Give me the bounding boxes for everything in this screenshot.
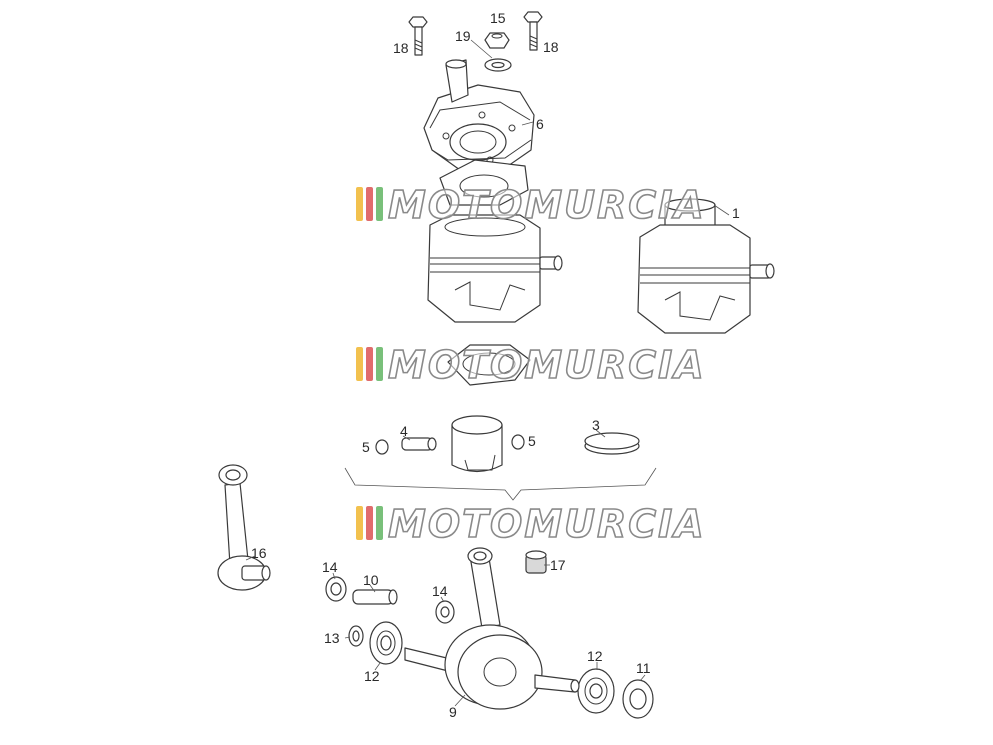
bolt-left xyxy=(408,16,428,56)
watermark-middle: MOTOMURCIA xyxy=(356,342,706,388)
base-gasket xyxy=(447,344,531,386)
callout-19: 19 xyxy=(455,28,471,44)
washer-14-left xyxy=(325,576,347,602)
shim-13 xyxy=(348,625,364,647)
watermark-bottom: MOTOMURCIA xyxy=(356,501,706,547)
callout-14-left: 14 xyxy=(322,559,338,575)
cylinder-right xyxy=(637,198,775,334)
callout-11: 11 xyxy=(636,660,651,676)
spark-nut xyxy=(484,32,510,49)
callout-14-right: 14 xyxy=(432,583,448,599)
circlip-right xyxy=(511,434,525,450)
bolt-right xyxy=(523,11,543,51)
assembly-brace xyxy=(344,467,657,501)
crank-pin xyxy=(352,589,398,605)
callout-10: 10 xyxy=(363,572,379,588)
piston-pin xyxy=(401,437,437,451)
callout-5-right: 5 xyxy=(528,433,536,449)
washer-19 xyxy=(484,58,512,72)
piston xyxy=(451,415,503,473)
callout-18-right: 18 xyxy=(543,39,559,55)
callout-9: 9 xyxy=(449,704,457,720)
svg-text:MOTOMURCIA: MOTOMURCIA xyxy=(388,502,706,546)
leader-lines xyxy=(245,39,730,707)
callout-15: 15 xyxy=(490,10,506,26)
callout-16: 16 xyxy=(251,545,267,561)
cylinder-center xyxy=(427,214,563,323)
connecting-rod xyxy=(217,464,271,591)
head-gasket xyxy=(439,159,529,206)
callout-6: 6 xyxy=(536,116,544,132)
piston-ring xyxy=(584,432,640,455)
needle-bearing xyxy=(525,550,547,574)
callout-5-left: 5 xyxy=(362,439,370,455)
svg-text:MOTOMURCIA: MOTOMURCIA xyxy=(388,183,706,227)
circlip-left xyxy=(375,439,389,455)
bearing-12-left xyxy=(369,621,403,665)
callout-4: 4 xyxy=(400,423,408,439)
callout-18-left: 18 xyxy=(393,40,409,56)
watermark-top: MOTOMURCIA xyxy=(356,182,706,228)
callout-1: 1 xyxy=(732,205,740,221)
callout-17: 17 xyxy=(550,557,566,573)
callout-12-left: 12 xyxy=(364,668,380,684)
cylinder-head xyxy=(423,59,535,171)
callout-3: 3 xyxy=(592,417,600,433)
crankshaft xyxy=(404,547,580,710)
washer-14-right xyxy=(435,600,455,624)
callout-12-right: 12 xyxy=(587,648,603,664)
oil-seal-11 xyxy=(622,679,654,719)
svg-text:MOTOMURCIA: MOTOMURCIA xyxy=(388,343,706,387)
callout-13: 13 xyxy=(324,630,340,646)
bearing-12-right xyxy=(577,668,615,714)
